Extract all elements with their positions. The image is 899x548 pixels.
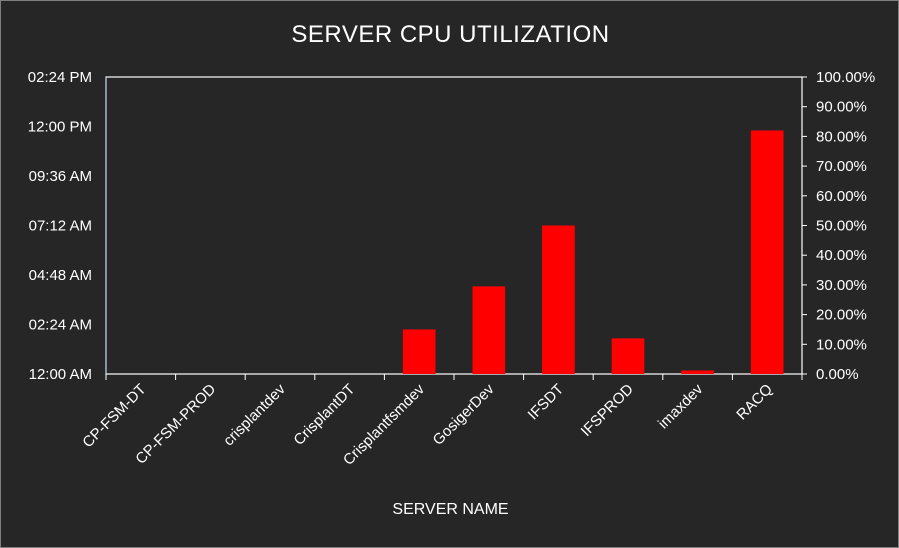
y-right-tick-label: 60.00%: [816, 188, 867, 205]
plot-frame: [105, 76, 803, 375]
x-tick-label: IFSPROD: [578, 381, 637, 440]
x-tick-label: CrisplantDT: [290, 381, 358, 449]
y-left-tick-label: 12:00 PM: [28, 119, 92, 136]
y-left-tick-label: 02:24 PM: [28, 69, 92, 86]
y-right-tick-label: 90.00%: [816, 99, 867, 116]
x-tick-label: CP-FSM-DT: [79, 381, 149, 451]
bar-crisplantfsmdev: [402, 329, 436, 374]
y-right-tick-label: 0.00%: [816, 366, 859, 383]
x-tick-label: GosigerDev: [430, 380, 498, 448]
x-tick-label: imaxdev: [655, 380, 707, 432]
bar-racq: [750, 130, 784, 374]
bar-imaxdev: [681, 370, 714, 374]
x-tick-label: crisplantdev: [220, 380, 289, 449]
bar-gosigerdev: [472, 286, 506, 374]
y-right-tick-label: 50.00%: [816, 218, 867, 235]
y-right-tick-label: 80.00%: [816, 128, 867, 145]
y-left-tick-label: 02:24 AM: [29, 317, 92, 334]
y-left-tick-label: 09:36 AM: [29, 168, 92, 185]
y-right-tick-label: 40.00%: [816, 247, 867, 264]
chart-title: SERVER CPU UTILIZATION: [291, 21, 610, 48]
x-axis-title: SERVER NAME: [392, 501, 509, 518]
y-right-tick-label: 10.00%: [816, 336, 867, 353]
y-right-tick-label: 30.00%: [816, 277, 867, 294]
y-right-tick-label: 100.00%: [816, 69, 875, 86]
bar-ifsdt: [542, 225, 575, 374]
x-tick-label: IFSDT: [525, 381, 568, 424]
y-right-tick-label: 70.00%: [816, 158, 867, 175]
bar-ifsprod: [611, 338, 645, 374]
x-tick-label: RACQ: [733, 381, 776, 424]
y-left-tick-label: 04:48 AM: [29, 267, 92, 284]
y-left-tick-label: 07:12 AM: [29, 218, 92, 235]
y-left-tick-label: 12:00 AM: [29, 366, 92, 383]
y-right-tick-label: 20.00%: [816, 307, 867, 324]
